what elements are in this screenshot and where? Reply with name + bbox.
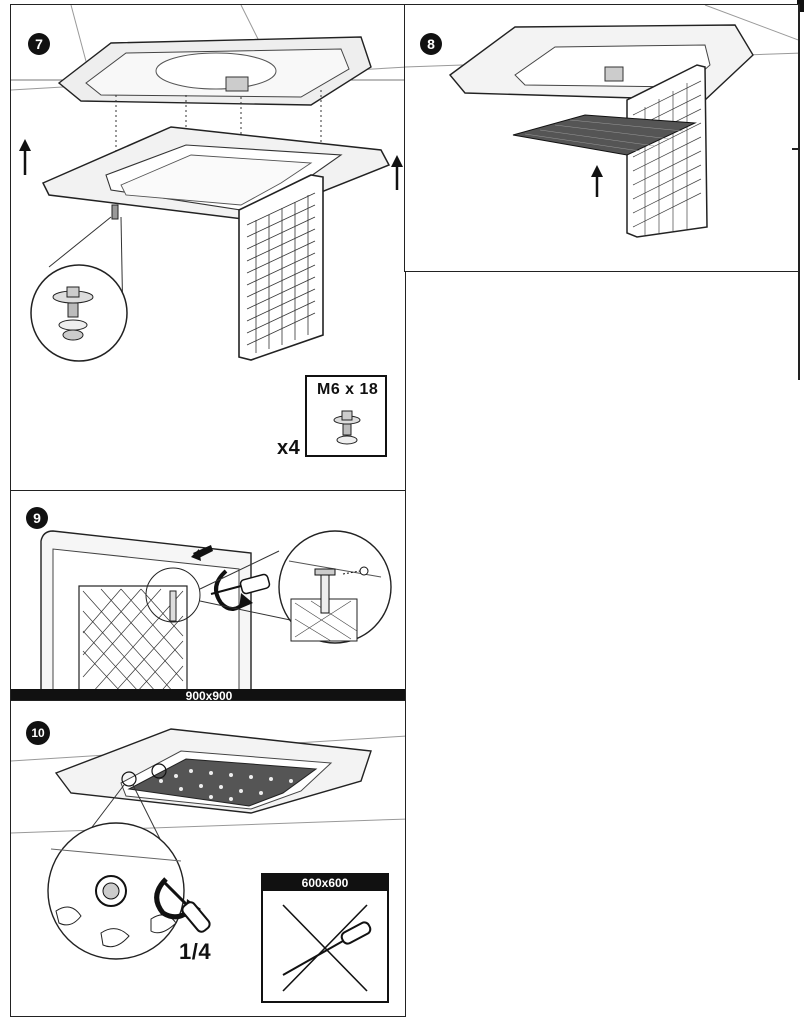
quantity-label: x4 bbox=[277, 437, 301, 459]
screwdriver-icon bbox=[282, 921, 372, 976]
step-7-panel: 7 bbox=[10, 4, 406, 492]
screw-icon bbox=[333, 410, 361, 445]
up-arrow-icon bbox=[391, 155, 403, 190]
magnifier-callout-icon bbox=[47, 822, 185, 960]
edge-tick bbox=[792, 148, 800, 150]
grille-pattern bbox=[246, 192, 316, 353]
step-7-number: 7 bbox=[28, 33, 50, 55]
not-applicable-box: 600x600 bbox=[261, 873, 389, 1003]
step-9-panel: 9 bbox=[10, 490, 406, 702]
size-label-600: 600x600 bbox=[263, 875, 387, 891]
screw-spec-box: M6 x 18 bbox=[305, 375, 387, 457]
step-8-number: 8 bbox=[420, 33, 442, 55]
magnifier-callout-icon bbox=[199, 530, 392, 644]
edge-line bbox=[798, 4, 800, 380]
step-8-panel: 8 bbox=[404, 4, 800, 272]
screwdriver-icon bbox=[210, 573, 271, 595]
step-10-panel: 10 bbox=[10, 700, 406, 1017]
step-10-illustration bbox=[11, 728, 405, 960]
quarter-turn-label: 1/4 bbox=[179, 939, 212, 964]
up-arrow-icon bbox=[591, 165, 603, 197]
up-arrow-icon bbox=[19, 139, 31, 175]
magnifier-callout-icon bbox=[30, 264, 128, 362]
cross-out-icon bbox=[282, 904, 372, 992]
step-9-illustration bbox=[40, 530, 392, 701]
edge-mark bbox=[797, 0, 804, 12]
step-10-number: 10 bbox=[26, 721, 50, 745]
screw-spec-label: M6 x 18 bbox=[317, 381, 379, 398]
size-label-900: 900x900 bbox=[11, 689, 405, 701]
screwdriver-icon bbox=[161, 879, 211, 933]
direction-arrow-icon bbox=[191, 545, 213, 561]
step-7-illustration bbox=[11, 5, 405, 362]
step-8-illustration bbox=[405, 5, 799, 238]
step-9-number: 9 bbox=[26, 507, 48, 529]
